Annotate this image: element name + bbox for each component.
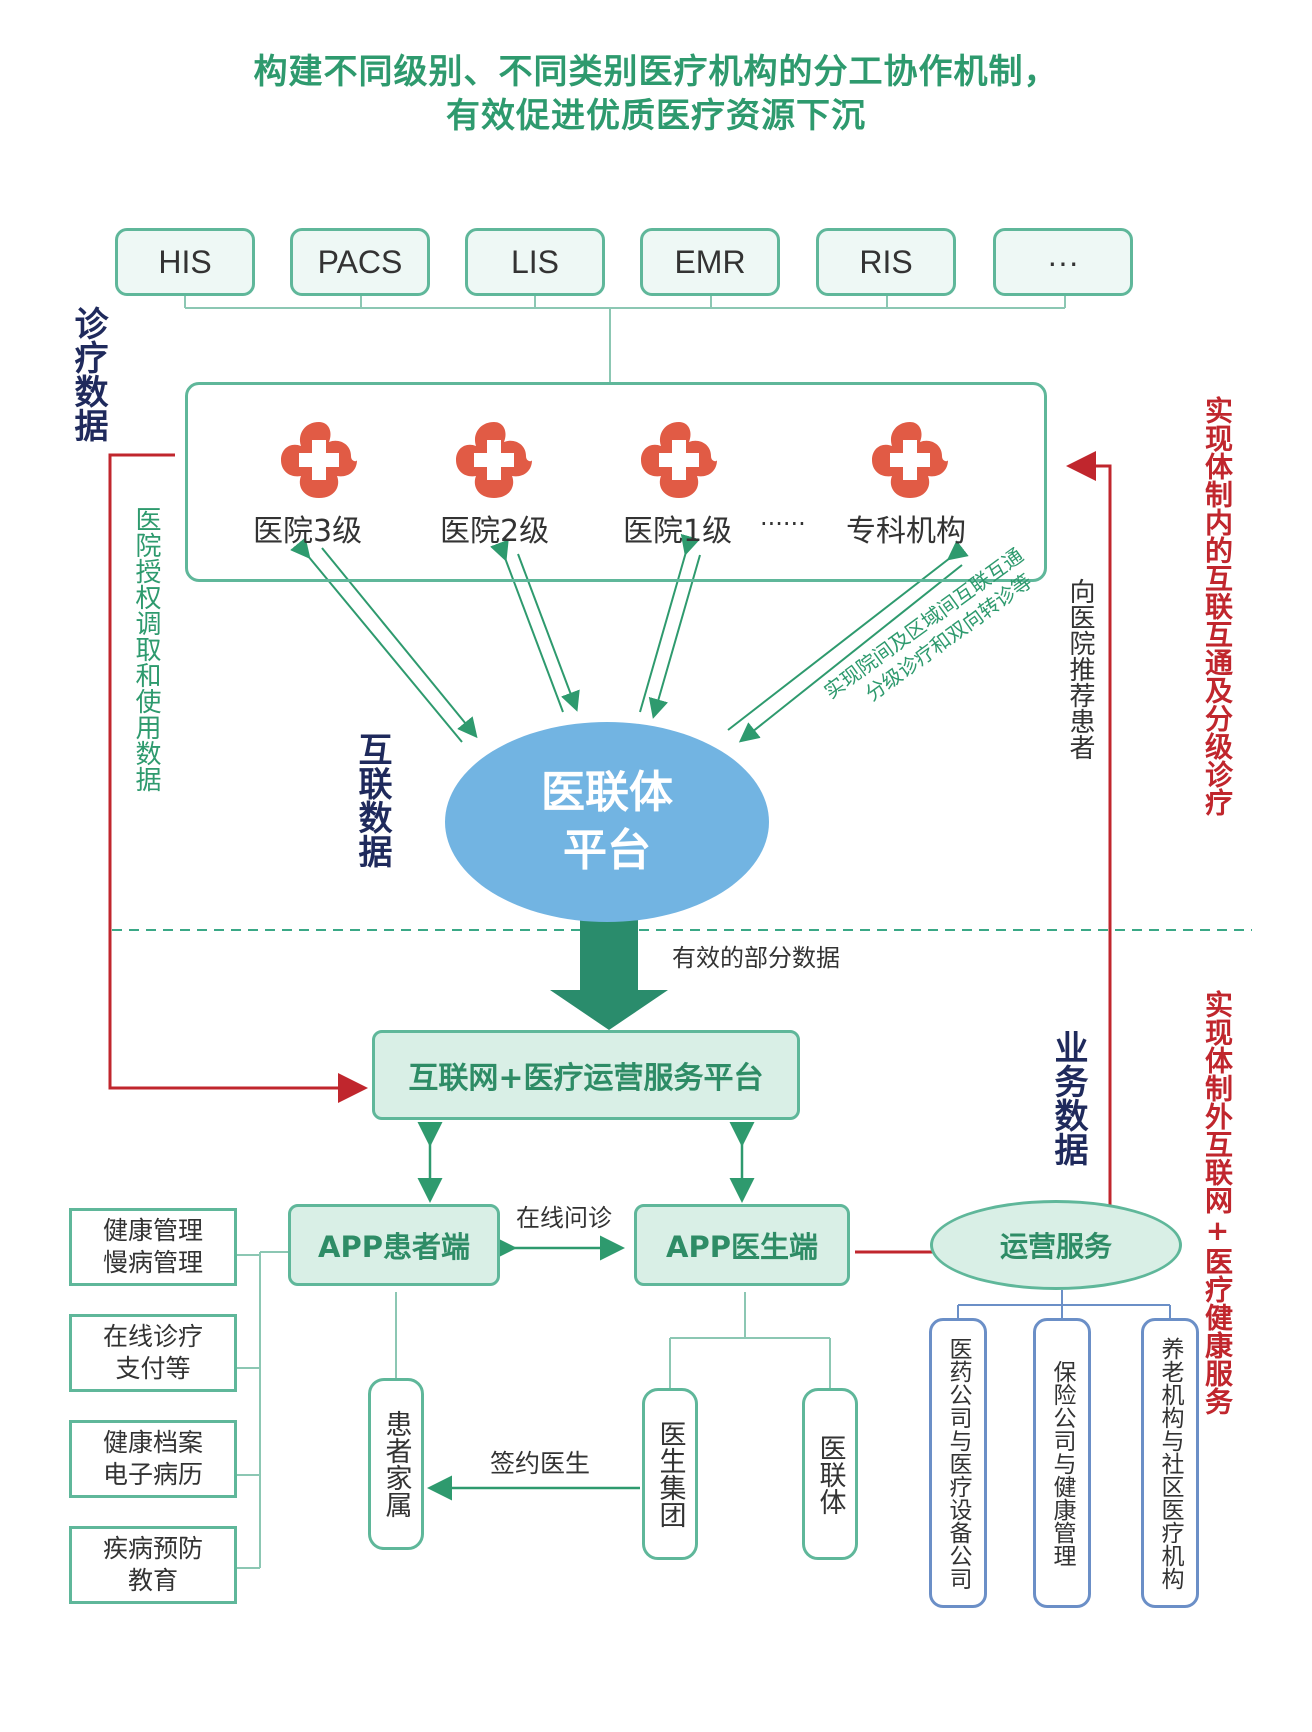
business-data-label: 业务数据 bbox=[1048, 1030, 1088, 1166]
feature-line: 支付等 bbox=[115, 1354, 191, 1383]
service-box-insurance: 保险公司与健康管理 bbox=[1033, 1318, 1091, 1608]
doctor-group-label: 医生集团 bbox=[654, 1420, 686, 1528]
feature-box-prevention: 疾病预防教育 bbox=[69, 1526, 237, 1604]
hospital-cross-icon bbox=[641, 422, 717, 498]
online-consult-label: 在线问诊 bbox=[516, 1204, 612, 1232]
system-pacs: PACS bbox=[290, 228, 430, 296]
recommend-patient-label: 向医院推荐患者 bbox=[1065, 578, 1095, 760]
hospital-cross-icon bbox=[872, 422, 948, 498]
feature-line: 电子病历 bbox=[102, 1460, 203, 1489]
title-line-1: 构建不同级别、不同类别医疗机构的分工协作机制， bbox=[253, 52, 1059, 92]
service-box-elderly: 养老机构与社区医疗机构 bbox=[1141, 1318, 1199, 1608]
feature-box-health: 健康管理慢病管理 bbox=[69, 1208, 237, 1286]
partial-data-label: 有效的部分数据 bbox=[672, 944, 840, 972]
service-box-label: 医药公司与医疗设备公司 bbox=[945, 1336, 971, 1590]
hospital-cross-icon bbox=[281, 422, 357, 498]
system-ris: RIS bbox=[816, 228, 956, 296]
platform-line-1: 医联体 bbox=[541, 767, 673, 818]
service-box-pharma: 医药公司与医疗设备公司 bbox=[929, 1318, 987, 1608]
medical-alliance-label: 医联体 bbox=[814, 1433, 846, 1515]
feature-line: 疾病预防 bbox=[102, 1534, 203, 1563]
interconnect-data-label: 互联数据 bbox=[352, 732, 392, 868]
specialty-institution: 专科机构 bbox=[846, 514, 966, 549]
hospital-cross-icon bbox=[456, 422, 532, 498]
feature-box-records: 健康档案电子病历 bbox=[69, 1420, 237, 1498]
app-patient-box: APP患者端 bbox=[288, 1204, 500, 1286]
patient-family-box: 患者家属 bbox=[368, 1378, 424, 1550]
right-top-label: 实现体制内的互联互通及分级诊疗 bbox=[1201, 396, 1234, 816]
feature-line: 健康管理 bbox=[102, 1216, 203, 1245]
feature-box-online: 在线诊疗支付等 bbox=[69, 1314, 237, 1392]
diag-data-label: 诊疗数据 bbox=[68, 306, 108, 442]
title-line-2: 有效促进优质医疗资源下沉 bbox=[446, 96, 866, 136]
feature-line: 在线诊疗 bbox=[102, 1322, 203, 1351]
system-emr: EMR bbox=[640, 228, 780, 296]
patient-family-label: 患者家属 bbox=[380, 1410, 412, 1518]
hospital-level-3: 医院3级 bbox=[253, 514, 363, 549]
service-box-label: 保险公司与健康管理 bbox=[1049, 1359, 1075, 1567]
feature-line: 健康档案 bbox=[102, 1428, 203, 1457]
service-platform: 互联网+医疗运营服务平台 bbox=[372, 1030, 800, 1120]
medical-alliance-box: 医联体 bbox=[802, 1388, 858, 1560]
hospital-group-frame bbox=[185, 382, 1047, 582]
feature-line: 教育 bbox=[127, 1566, 178, 1595]
sign-doctor-label: 签约医生 bbox=[490, 1449, 591, 1478]
medical-alliance-platform: 医联体 平台 bbox=[445, 722, 769, 922]
system-lis: LIS bbox=[465, 228, 605, 296]
hospital-level-2: 医院2级 bbox=[440, 514, 550, 549]
right-bottom-label: 实现体制外互联网+医疗健康服务 bbox=[1201, 990, 1234, 1415]
service-box-label: 养老机构与社区医疗机构 bbox=[1157, 1336, 1183, 1590]
doctor-group-box: 医生集团 bbox=[642, 1388, 698, 1560]
platform-line-2: 平台 bbox=[563, 825, 651, 876]
hospital-ellipsis: ······ bbox=[760, 510, 806, 538]
system-more: ··· bbox=[993, 228, 1133, 296]
feature-line: 慢病管理 bbox=[102, 1248, 203, 1277]
app-doctor-box: APP医生端 bbox=[634, 1204, 850, 1286]
hospital-level-1: 医院1级 bbox=[623, 514, 733, 549]
operation-service-ellipse: 运营服务 bbox=[930, 1200, 1182, 1290]
system-his: HIS bbox=[115, 228, 255, 296]
hospital-auth-label: 医院授权调取和使用数据 bbox=[131, 506, 161, 792]
